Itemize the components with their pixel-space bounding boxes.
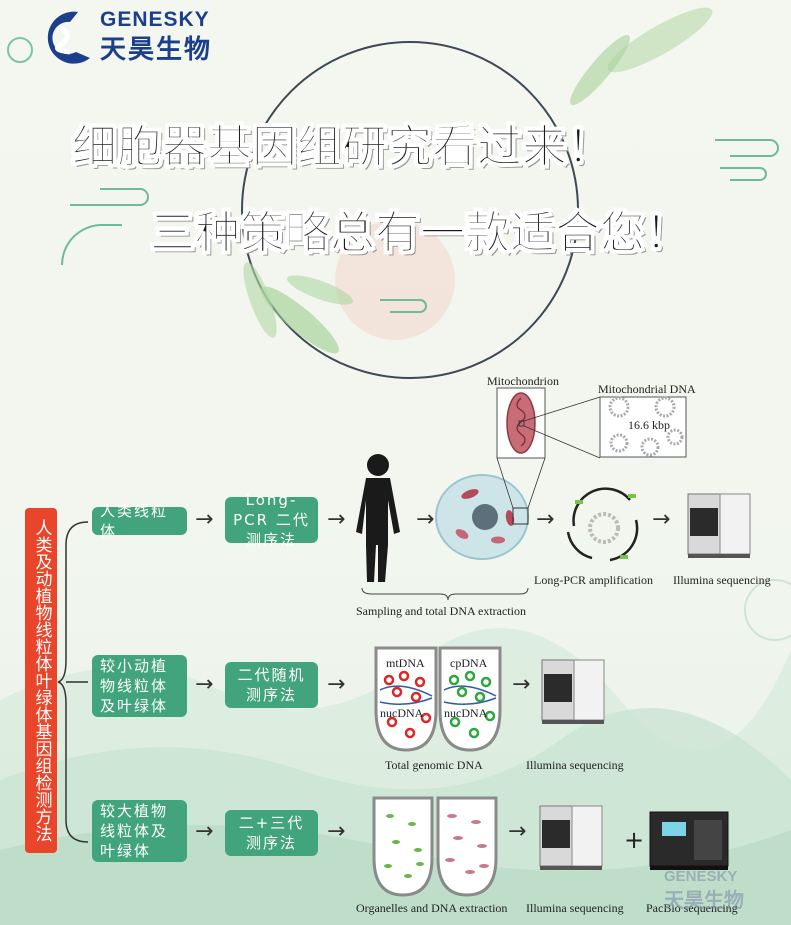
caption-total-genomic-dna: Total genomic DNA [385,758,483,772]
caption-mitochondrial-dna: Mitochondrial DNA [598,382,696,396]
caption-mito-size: 16.6 kbp [628,418,670,432]
caption-nucdna-left: nucDNA [380,706,424,720]
arrow-icon: → [327,672,346,697]
arrow-icon: → [512,672,531,697]
brand-name-cn: 天昊生物 [100,35,213,65]
headline-line-1: 细胞器基因组研究看过来！ [71,120,613,174]
side-method-label: 人类及动植物线粒体叶绿体基因组检测方法 [25,508,57,853]
caption-pacbio: PacBio sequencing [646,901,738,915]
arrow-icon: → [536,507,555,532]
arrow-icon: → [327,507,346,532]
arrow-icon: → [508,819,527,844]
arrow-icon: → [195,507,214,532]
caption-illumina-2: Illumina sequencing [526,758,624,772]
brand-name-en: GENESKY [100,8,210,31]
arrow-icon: → [652,507,671,532]
caption-illumina-3: Illumina sequencing [526,901,624,915]
caption-organelles: Organelles and DNA extraction [356,901,508,915]
caption-mtdna: mtDNA [386,656,425,670]
caption-sampling: Sampling and total DNA extraction [356,604,526,618]
watermark-en: GENESKY [664,868,738,885]
plus-sign: + [624,826,645,854]
headline-line-2: 三种策略总有一款适合您！ [149,206,691,260]
method-box-hybrid-seq: 二+三代测序法 [225,810,318,856]
category-box-small-organelle: 较小动植物线粒体及叶绿体 [92,655,187,717]
arrow-icon: → [416,507,435,532]
category-box-large-plant: 较大植物线粒体及叶绿体 [92,800,187,862]
arrow-icon: → [327,819,346,844]
caption-nucdna-right: nucDNA [444,706,488,720]
arrow-icon: → [195,819,214,844]
arrow-icon: → [195,672,214,697]
caption-mitochondrion: Mitochondrion [487,374,559,388]
method-box-random-seq: 二代随机测序法 [225,662,318,708]
caption-long-pcr: Long-PCR amplification [534,573,653,587]
caption-cpdna: cpDNA [450,656,488,670]
caption-illumina-1: Illumina sequencing [673,573,771,587]
watermark-cn: 天昊生物 [664,888,744,912]
